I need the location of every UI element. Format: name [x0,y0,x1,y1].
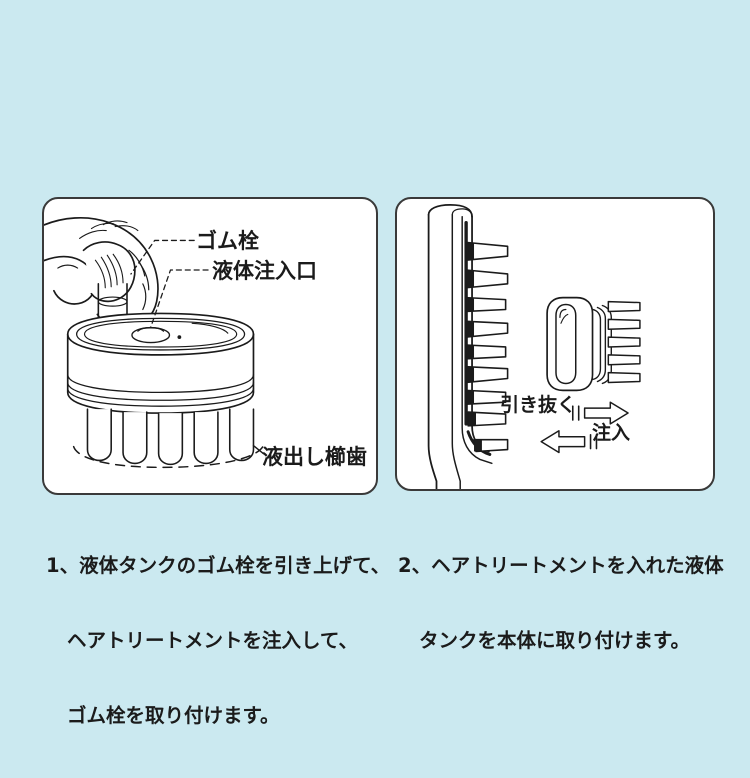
hand-drawing [44,216,159,330]
arrow-inject [540,430,598,454]
leader-rubber-plug [130,239,195,275]
body-teeth [465,241,509,453]
step-1-caption-line-2: ヘアトリートメントを注入して、 [67,629,358,652]
detached-liquid-tank [546,296,641,392]
step-1-caption: 1、液体タンクのゴム栓を引き上げて、 ヘアトリートメントを注入して、 ゴム栓を取… [46,503,390,778]
arrow-pull-out [571,401,629,425]
step-2-figure-panel [395,197,715,491]
step-1-illustration [44,216,265,469]
step-1-caption-line-1: 1、液体タンクのゴム栓を引き上げて、 [46,554,391,577]
step-2-caption-line-2: タンクを本体に取り付けます。 [419,629,691,652]
label-liquid-inlet: 液体注入口 [212,259,317,283]
label-pull-out: 引き抜く [500,394,577,416]
step-2-caption-line-1: 2、ヘアトリートメントを入れた液体 [398,554,724,577]
step-2-caption: 2、ヘアトリートメントを入れた液体 タンクを本体に取り付けます。 [398,503,724,703]
liquid-tank-body [66,312,255,414]
leader-comb-teeth [252,444,265,455]
comb-teeth-drawing [72,408,265,469]
step-2-illustration [427,204,641,489]
leader-liquid-inlet [150,269,209,328]
step-1-caption-line-3: ゴム栓を取り付けます。 [67,704,280,727]
illustration-stage: ゴム栓 液体注入口 液出し櫛歯 [42,197,724,727]
step-1-figure-panel [42,197,378,495]
label-inject: 注入 [592,422,631,444]
label-comb-teeth: 液出し櫛歯 [262,445,367,469]
label-rubber-plug: ゴム栓 [196,229,259,253]
